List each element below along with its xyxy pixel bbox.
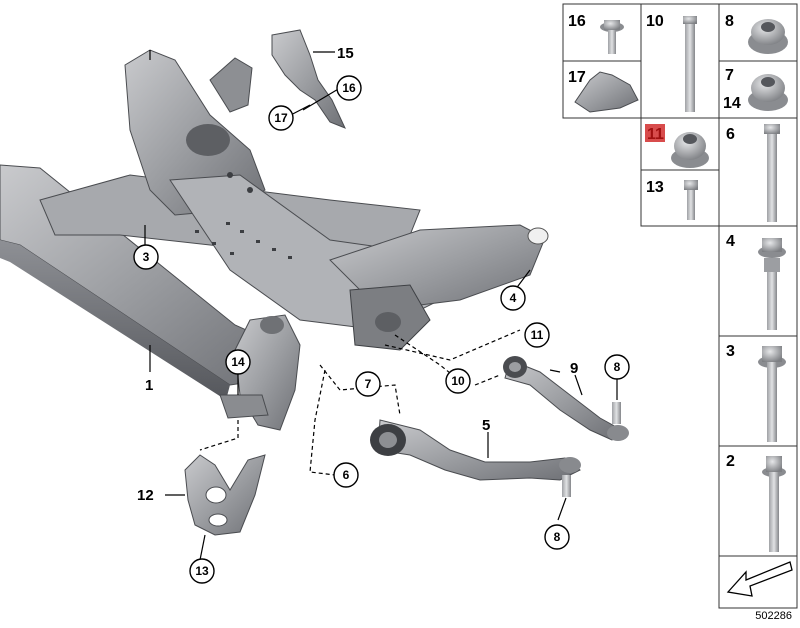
callout-9: 9 xyxy=(570,360,578,377)
panel-label-10: 10 xyxy=(646,13,664,30)
callout-17: 17 xyxy=(274,111,288,125)
panel-bolt-10 xyxy=(683,16,697,112)
panel-label-7: 7 xyxy=(725,67,734,84)
panel-label-16: 16 xyxy=(568,13,586,30)
panel-label-17: 17 xyxy=(568,69,586,86)
callout-7: 7 xyxy=(365,377,372,391)
panel-nut-8 xyxy=(748,19,788,54)
panel-bolt-16 xyxy=(600,20,624,54)
callout-16: 16 xyxy=(342,81,356,95)
callout-10: 10 xyxy=(451,374,465,388)
panel-label-6: 6 xyxy=(726,126,735,143)
callout-13: 13 xyxy=(195,564,209,578)
panel-label-2: 2 xyxy=(726,453,735,470)
callout-1: 1 xyxy=(145,377,153,394)
callout-15: 15 xyxy=(337,45,354,62)
panel-bolt-13 xyxy=(684,180,698,220)
callout-8-lower: 8 xyxy=(554,530,561,544)
control-arm-9 xyxy=(503,356,629,441)
front-axle-subframe xyxy=(0,49,549,431)
panel-nut-7-14 xyxy=(748,74,788,111)
leader-lines xyxy=(144,50,618,561)
callout-8-upper: 8 xyxy=(614,360,621,374)
callout-6: 6 xyxy=(343,468,350,482)
panel-bolt-6 xyxy=(764,124,780,222)
panel-bolt-2 xyxy=(762,456,786,552)
highlight-11 xyxy=(645,124,665,142)
callout-4: 4 xyxy=(510,291,517,305)
panel-clip-17 xyxy=(574,71,639,113)
panel-bolt-4 xyxy=(758,238,786,330)
control-arm-5 xyxy=(370,419,581,497)
callout-5: 5 xyxy=(482,417,490,434)
bracket-12 xyxy=(184,454,266,536)
callout-12: 12 xyxy=(137,487,154,504)
parts-panel-grid xyxy=(562,3,798,609)
panel-label-3: 3 xyxy=(726,343,735,360)
callout-3: 3 xyxy=(143,250,150,264)
panel-label-13: 13 xyxy=(646,179,664,196)
panel-label-14: 14 xyxy=(723,95,741,112)
callout-14: 14 xyxy=(231,355,245,369)
panel-label-11: 11 xyxy=(647,126,664,143)
panel-label-8: 8 xyxy=(725,13,734,30)
callout-circles xyxy=(133,75,630,584)
panel-label-4: 4 xyxy=(726,233,735,250)
panel-bolt-3 xyxy=(758,346,786,442)
callout-11: 11 xyxy=(531,328,544,342)
panel-orientation-arrow xyxy=(726,561,793,597)
panel-nut-11 xyxy=(671,132,709,168)
drawing-reference-number: 502286 xyxy=(755,610,792,622)
heat-shield-15 xyxy=(271,29,346,129)
